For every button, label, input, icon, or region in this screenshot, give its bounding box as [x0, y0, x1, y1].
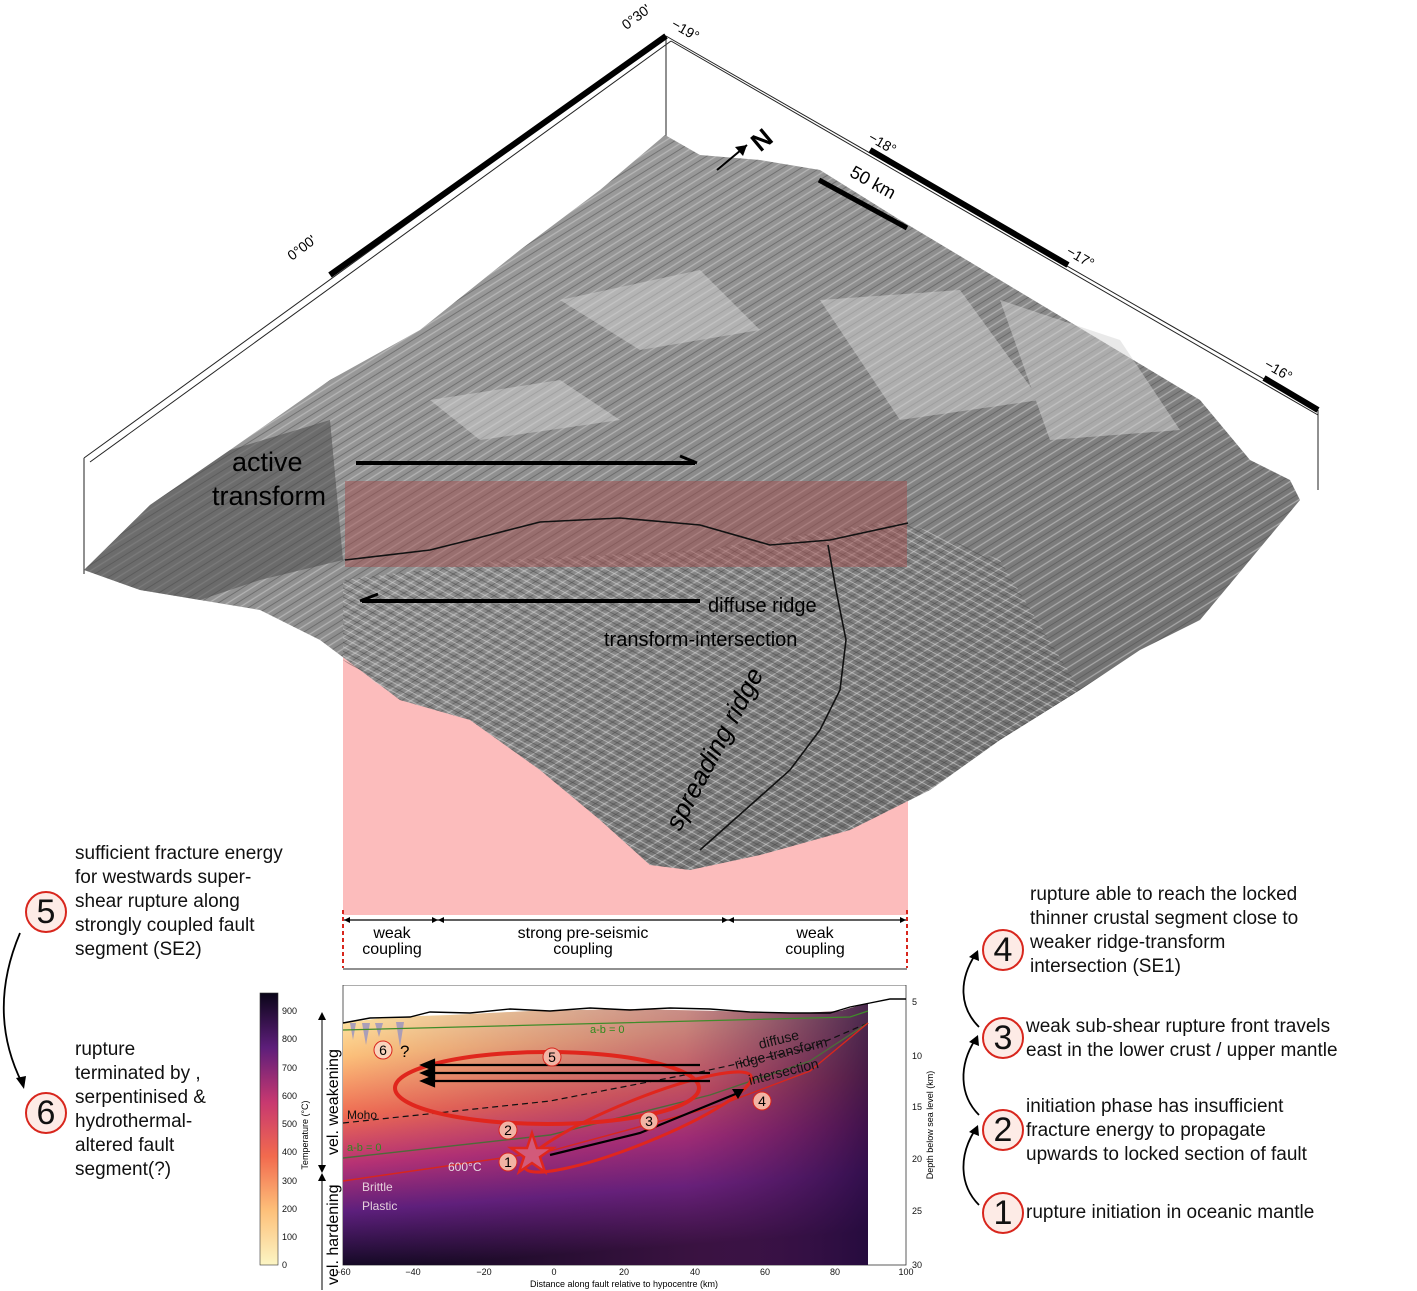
coupling-right-2: coupling: [785, 941, 845, 958]
isotherm-label: 600°C: [448, 1160, 482, 1174]
step-5-badge: 5: [25, 891, 67, 933]
ab-upper-label: a-b = 0: [590, 1024, 625, 1036]
velocity-regimes: vel. weakening vel. hardening: [318, 1012, 342, 1290]
coupling-right-1: weak: [795, 925, 834, 942]
svg-text:−60: −60: [335, 1267, 350, 1277]
svg-text:100: 100: [898, 1267, 913, 1277]
lat-label-top: 0°30': [619, 1, 654, 33]
coupling-left-1: weak: [372, 925, 411, 942]
westward-arrows: [419, 1058, 710, 1088]
svg-text:40: 40: [690, 1267, 700, 1277]
axis-ticks: [328, 33, 1320, 413]
svg-text:60: 60: [760, 1267, 770, 1277]
svg-text:600: 600: [282, 1091, 297, 1101]
colorbar-ticks: 0 100 200 300 400 500 600 700 800 900: [282, 1006, 297, 1270]
thermal-section: 0 100 200 300 400 500 600 700 800 900 Te…: [259, 985, 935, 1290]
svg-text:900: 900: [282, 1006, 297, 1016]
svg-text:3: 3: [645, 1113, 653, 1129]
hypocentre-star: [506, 1129, 558, 1176]
slip-arrows: [356, 454, 700, 603]
svg-text:0: 0: [282, 1260, 287, 1270]
ab-lower-label: a-b = 0: [347, 1142, 382, 1154]
step-6-badge: 6: [25, 1092, 67, 1134]
active-transform-zone: [345, 481, 907, 567]
svg-text:5: 5: [912, 997, 917, 1007]
step-2-text: initiation phase has insufficient fractu…: [1026, 1096, 1307, 1165]
diffuse-label-2: transform-intersection: [604, 629, 797, 651]
svg-text:300: 300: [282, 1176, 297, 1186]
svg-text:4: 4: [758, 1093, 766, 1109]
section-markers: 1 2 3 4 5 6: [373, 1040, 772, 1172]
active-transform-label-2: transform: [212, 481, 326, 511]
step-3-text: weak sub-shear rupture front travels eas…: [1026, 1016, 1338, 1061]
ab-upper-line: [342, 1010, 869, 1031]
active-transform-label-1: active: [232, 447, 303, 477]
svg-text:30: 30: [912, 1260, 922, 1270]
svg-text:25: 25: [912, 1206, 922, 1216]
svg-text:10: 10: [912, 1051, 922, 1061]
moho-label: Moho: [347, 1108, 377, 1122]
brittle-label: Brittle: [362, 1180, 393, 1194]
plastic-label: Plastic: [362, 1199, 397, 1213]
svg-text:1: 1: [504, 1154, 512, 1170]
step-1-text: rupture initiation in oceanic mantle: [1026, 1202, 1315, 1223]
right-flow-arrows: [962, 950, 980, 1206]
ab-lower-line: [342, 1022, 869, 1159]
terrain-shadow: [84, 420, 343, 600]
svg-text:400: 400: [282, 1147, 297, 1157]
lat-label-mid: 0°00': [284, 232, 319, 264]
colorbar: [259, 992, 279, 1266]
svg-text:5: 5: [548, 1049, 556, 1065]
x-axis-label: Distance along fault relative to hypocen…: [530, 1279, 718, 1289]
terrain-texture-south: [343, 520, 1080, 870]
terrain-highlights: [430, 270, 1180, 440]
coupling-left-2: coupling: [362, 941, 422, 958]
svg-text:vel. hardening: vel. hardening: [325, 1184, 342, 1285]
colorbar-label: Temperature (°C): [300, 1100, 310, 1169]
lon-tick-19: −19°: [669, 15, 702, 44]
left-flow-arrow: [2, 932, 26, 1089]
svg-text:15: 15: [912, 1102, 922, 1112]
step-4-badge: 4: [982, 929, 1024, 971]
question-mark: ?: [400, 1042, 409, 1061]
eastward-arrow: [549, 1089, 744, 1157]
svg-text:700: 700: [282, 1063, 297, 1073]
svg-text:800: 800: [282, 1034, 297, 1044]
y-axis: 5 10 15 20 25 30: [912, 997, 922, 1270]
svg-text:6: 6: [379, 1042, 387, 1058]
coupling-mid-1: strong pre-seismic: [518, 925, 649, 942]
step-1-badge: 1: [982, 1192, 1024, 1234]
svg-text:20: 20: [912, 1154, 922, 1164]
step-6-text: rupture terminated by , serpentinised & …: [75, 1039, 206, 1180]
bathymetry: [342, 998, 906, 1024]
step-3-badge: 3: [982, 1017, 1024, 1059]
step-5-text: sufficient fracture energy for westwards…: [75, 843, 283, 960]
x-axis: −60 −40 −20 0 20 40 60 80 100: [335, 1267, 913, 1277]
svg-text:200: 200: [282, 1204, 297, 1214]
svg-text:0: 0: [551, 1267, 556, 1277]
svg-text:−20: −20: [476, 1267, 491, 1277]
transform-trace: [344, 517, 909, 561]
svg-text:2: 2: [504, 1122, 512, 1138]
coupling-strip: weak coupling strong pre-seismic couplin…: [342, 910, 908, 970]
svg-text:100: 100: [282, 1232, 297, 1242]
svg-text:vel. weakening: vel. weakening: [325, 1049, 342, 1155]
terrain-block: N 50 km 0°30' 0°00' −19° −18° −17° −16° …: [83, 1, 1320, 915]
coupling-mid-2: coupling: [553, 941, 613, 958]
diffuse-label-1: diffuse ridge: [708, 595, 817, 617]
svg-text:80: 80: [830, 1267, 840, 1277]
y-axis-label: Depth below sea level (km): [925, 1071, 935, 1180]
svg-text:20: 20: [619, 1267, 629, 1277]
svg-text:−40: −40: [405, 1267, 420, 1277]
step-2-badge: 2: [982, 1109, 1024, 1151]
spreading-ridge-trace: [699, 544, 847, 851]
svg-text:N: N: [745, 122, 779, 157]
step-4-text: rupture able to reach the locked thinner…: [1030, 884, 1299, 977]
svg-text:500: 500: [282, 1119, 297, 1129]
